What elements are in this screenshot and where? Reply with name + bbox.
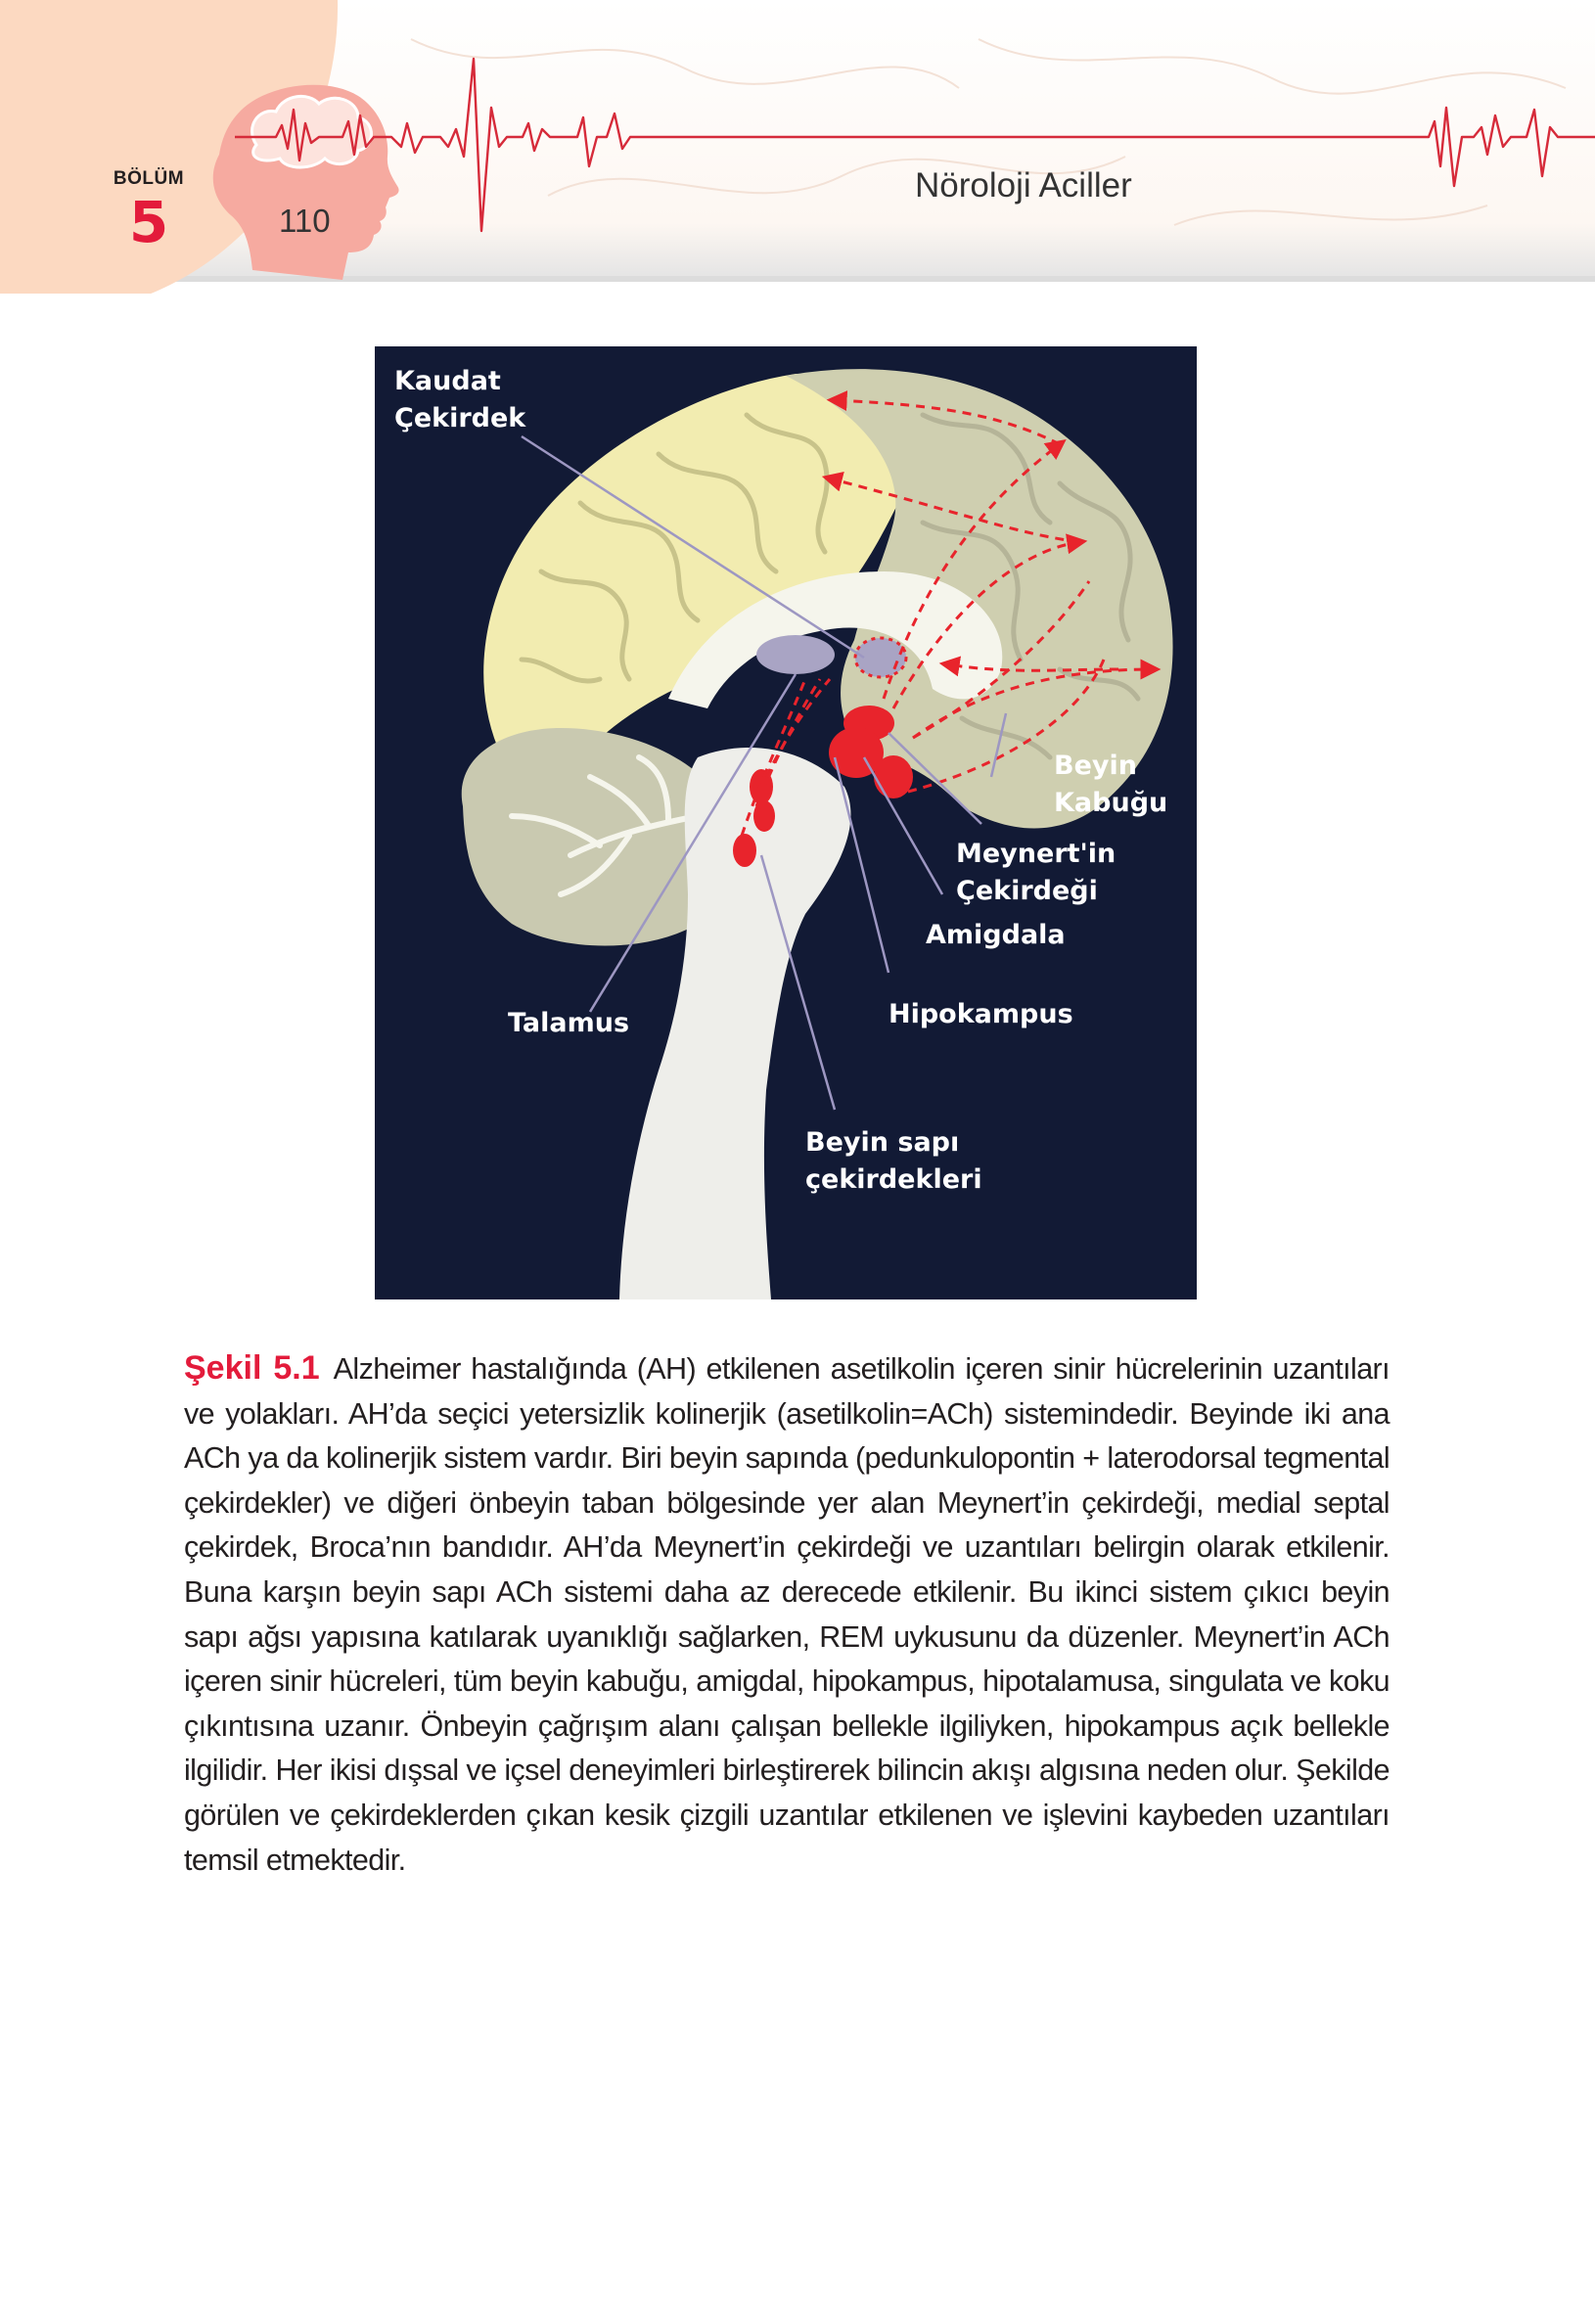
figure-number: Şekil 5.1 bbox=[184, 1349, 320, 1387]
header-shadow-line bbox=[0, 276, 1595, 282]
corpus-callosum bbox=[668, 571, 1003, 708]
heartbeat-line bbox=[235, 57, 1595, 233]
brain-cloud-icon bbox=[251, 95, 373, 169]
thalamus-structure bbox=[756, 635, 835, 674]
cerebrum-gyri bbox=[519, 412, 830, 684]
cerebellum-tree bbox=[509, 754, 701, 897]
label-thalamus: Talamus bbox=[508, 1008, 630, 1038]
page-header: BÖLÜM 5 110 Nöroloji Aciller bbox=[0, 0, 1595, 294]
header-texture bbox=[410, 38, 1567, 226]
cholinergic-projections bbox=[740, 390, 1162, 837]
chapter-label: BÖLÜM bbox=[113, 168, 185, 189]
brain-figure: Kaudat Çekirdek Beyin Kabuğu Meynert'in … bbox=[375, 346, 1197, 1299]
brainstem-nucleus-3 bbox=[733, 834, 756, 867]
label-meynert-nucleus: Meynert'in Çekirdeği bbox=[956, 839, 1116, 906]
brainstem bbox=[619, 748, 851, 1299]
hippocampus-structure bbox=[874, 755, 913, 798]
brain-illustration bbox=[461, 369, 1173, 1299]
label-brainstem-nuclei: Beyin sapı çekirdekleri bbox=[805, 1127, 982, 1195]
page-number: 110 bbox=[279, 203, 331, 239]
caption-text: Alzheimer hastalığında (AH) etkilenen as… bbox=[184, 1352, 1390, 1877]
brainstem-nucleus-2 bbox=[753, 800, 775, 832]
running-title: Nöroloji Aciller bbox=[915, 166, 1132, 205]
label-hippocampus: Hipokampus bbox=[889, 999, 1073, 1029]
cerebrum-yellow-region bbox=[483, 372, 917, 757]
label-caudate-nucleus: Kaudat Çekirdek bbox=[394, 366, 526, 433]
chapter-number: 5 bbox=[128, 189, 169, 255]
cerebellum bbox=[461, 728, 737, 946]
label-amygdala: Amigdala bbox=[926, 920, 1066, 950]
label-cerebral-cortex: Beyin Kabuğu bbox=[1054, 751, 1168, 818]
label-leader-lines bbox=[521, 434, 1008, 1111]
header-decoration bbox=[0, 0, 1595, 294]
cortex-gyri bbox=[920, 412, 1141, 760]
